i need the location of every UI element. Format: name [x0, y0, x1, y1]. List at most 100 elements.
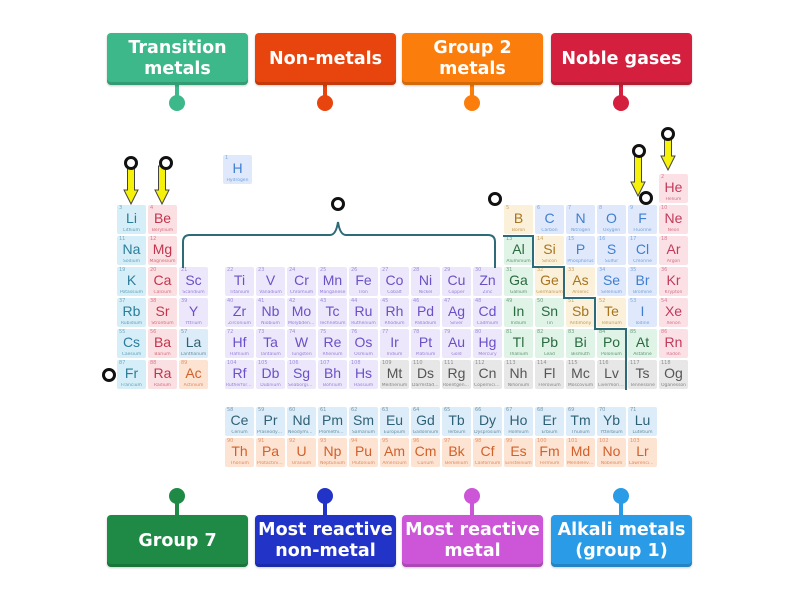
label-connector [323, 85, 327, 101]
label-transition-metals[interactable]: Transition metals [107, 33, 248, 85]
label-most-reactive-metal[interactable]: Most reactive metal [402, 515, 543, 567]
element-name: Protactinium [257, 461, 284, 466]
element-name: Silicon [542, 259, 557, 264]
element-name: Tungsten [291, 352, 312, 357]
element-name: Astatine [633, 352, 652, 357]
element-symbol: Al [512, 241, 525, 257]
element-symbol: Ni [418, 272, 433, 288]
element-symbol: Ar [666, 241, 681, 257]
element-symbol: Pa [261, 443, 280, 459]
element-symbol: Cm [414, 443, 437, 459]
atomic-number: 27 [382, 267, 389, 273]
element-name: Boron [511, 228, 526, 233]
element-name: Magnesium [149, 259, 176, 264]
element-name: Bismuth [571, 352, 590, 357]
atomic-number: 68 [537, 407, 544, 413]
drop-target-ring-icon[interactable] [488, 192, 502, 206]
drop-target-ring-icon[interactable] [632, 144, 646, 158]
element-name: Cerium [231, 430, 248, 435]
label-pin-dot [464, 95, 480, 111]
drop-target-ring-icon[interactable] [661, 127, 675, 141]
element-symbol: I [640, 303, 645, 319]
atomic-number: 28 [413, 267, 420, 273]
element-name: Niobium [261, 321, 280, 326]
drop-target-ring-icon[interactable] [331, 197, 345, 211]
element-symbol: As [572, 272, 589, 288]
atomic-number: 117 [630, 360, 640, 366]
atomic-number: 3 [119, 205, 123, 211]
element-symbol: U [296, 443, 307, 459]
element-symbol: Ac [185, 365, 202, 381]
element-name: Platinum [415, 352, 436, 357]
atomic-number: 72 [227, 329, 234, 335]
element-symbol: Yb [602, 412, 621, 428]
atomic-number: 73 [258, 329, 265, 335]
label-group-7[interactable]: Group 7 [107, 515, 248, 567]
element-name: Helium [665, 197, 682, 202]
element-name: Titanium [229, 290, 250, 295]
label-connector [619, 85, 623, 101]
drop-target-ring-icon[interactable] [159, 156, 173, 170]
element-name: Nickel [418, 290, 433, 295]
label-noble-gases[interactable]: Noble gases [551, 33, 692, 85]
element-symbol: Fr [124, 365, 139, 381]
drop-target-ring-icon[interactable] [124, 156, 138, 170]
element-name: Californium [474, 461, 501, 466]
element-symbol: Rf [232, 365, 247, 381]
element-name: Cobalt [387, 290, 402, 295]
drop-target-ring-icon[interactable] [102, 368, 116, 382]
element-name: Krypton [664, 290, 683, 295]
element-name: Tantalum [260, 352, 281, 357]
element-name: Hassium [353, 383, 374, 388]
element-symbol: Tl [512, 334, 525, 350]
atomic-number: 101 [568, 438, 578, 444]
element-name: Oxygen [602, 228, 621, 233]
element-symbol: N [575, 210, 586, 226]
element-name: Indium [510, 321, 527, 326]
atomic-number: 8 [599, 205, 603, 211]
element-name: Arsenic [572, 290, 589, 295]
atomic-number: 48 [475, 298, 482, 304]
atomic-number: 5 [506, 205, 510, 211]
element-name: Lanthanum [180, 352, 207, 357]
label-alkali-metals-group-1[interactable]: Alkali metals (group 1) [551, 515, 692, 567]
element-symbol: Og [664, 365, 683, 381]
element-name: Europium [383, 430, 406, 435]
element-symbol: S [606, 241, 617, 257]
element-symbol: Kr [666, 272, 681, 288]
atomic-number: 21 [181, 267, 188, 273]
atomic-number: 98 [475, 438, 482, 444]
element-name: Beryllium [151, 228, 174, 233]
element-name: Fermium [539, 461, 560, 466]
element-name: Nobelium [600, 461, 623, 466]
element-name: Erbium [541, 430, 558, 435]
atomic-number: 10 [661, 205, 668, 211]
element-rf: 104RfRutherfordium [225, 360, 254, 389]
atomic-number: 118 [661, 360, 671, 366]
label-group-2-metals[interactable]: Group 2 metals [402, 33, 543, 85]
element-symbol: Lr [636, 443, 649, 459]
element-name: Iridium [386, 352, 403, 357]
label-non-metals[interactable]: Non-metals [255, 33, 396, 85]
drop-target-ring-icon[interactable] [639, 191, 653, 205]
element-symbol: C [544, 210, 555, 226]
element-name: Neon [667, 228, 680, 233]
atomic-number: 61 [320, 407, 327, 413]
label-most-reactive-non-metal[interactable]: Most reactive non-metal [255, 515, 396, 567]
